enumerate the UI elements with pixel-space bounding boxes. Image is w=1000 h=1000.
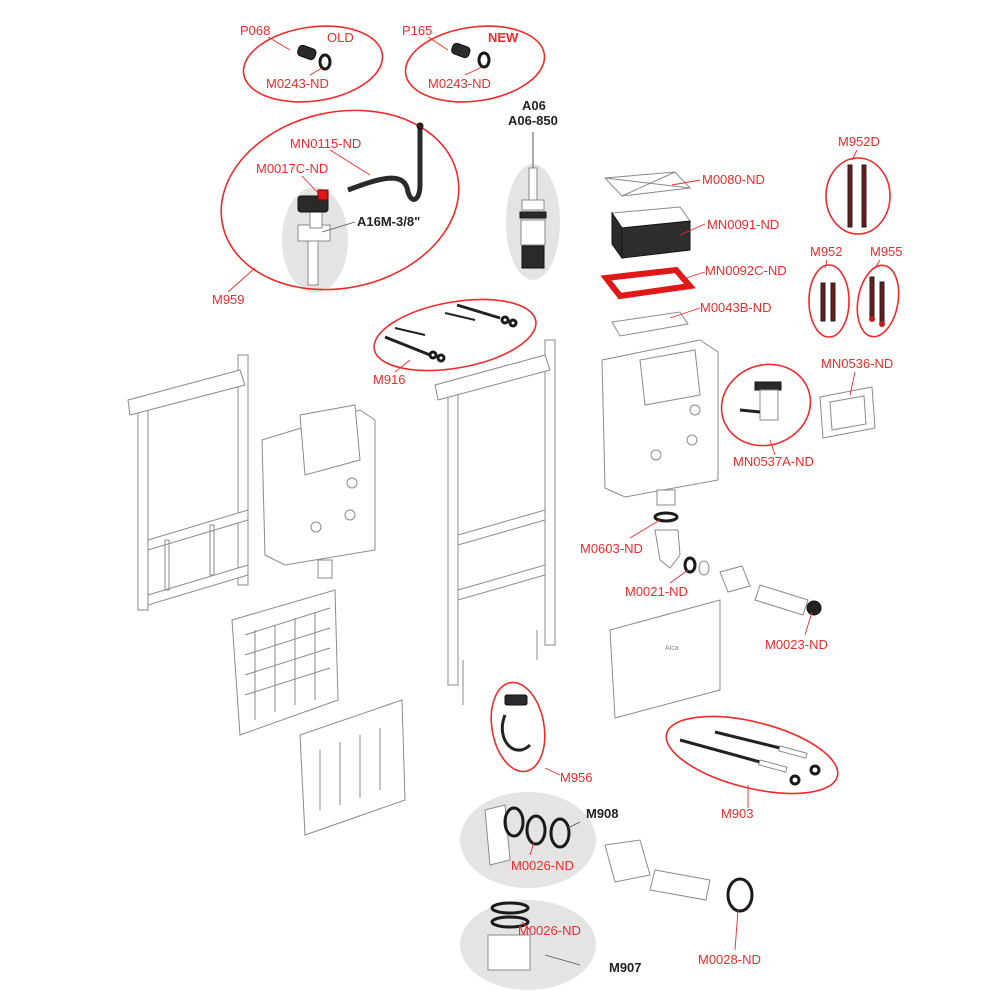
flush-valve bbox=[519, 132, 547, 269]
service-plate-m0043b bbox=[611, 311, 689, 337]
service-gasket-mn0092c bbox=[600, 266, 696, 300]
label-m0026-a: M0026-ND bbox=[511, 858, 574, 873]
label-old: OLD bbox=[327, 30, 354, 45]
group-m955-outline bbox=[856, 264, 900, 338]
drain-pipe-bottom bbox=[604, 839, 754, 913]
label-m0021: M0021-ND bbox=[625, 584, 688, 599]
label-mn0115: MN0115-ND bbox=[290, 136, 361, 151]
label-m908: M908 bbox=[586, 806, 619, 821]
label-m0028: M0028-ND bbox=[698, 952, 761, 967]
label-m0026-b: M0026-ND bbox=[518, 923, 581, 938]
bolts-m916 bbox=[384, 303, 518, 363]
label-m959: M959 bbox=[212, 292, 245, 307]
label-m0603: M0603-ND bbox=[580, 541, 643, 556]
group-m916-outline bbox=[373, 298, 537, 372]
flexible-hose bbox=[347, 128, 423, 202]
protective-panel-branded: Alca bbox=[609, 599, 721, 719]
label-m952d: M952D bbox=[838, 134, 880, 149]
fill-valve bbox=[297, 189, 331, 286]
label-m903: M903 bbox=[721, 806, 754, 821]
label-a06: A06 bbox=[522, 98, 546, 113]
label-m0243-new: M0243-ND bbox=[428, 76, 491, 91]
rods-m903 bbox=[679, 730, 821, 786]
label-m907: M907 bbox=[609, 960, 642, 975]
drain-elbow bbox=[653, 489, 710, 576]
frame-tall bbox=[434, 339, 556, 705]
label-a16m: A16M-3/8" bbox=[357, 214, 420, 229]
screws-m952 bbox=[820, 282, 836, 322]
label-m952: M952 bbox=[810, 244, 843, 259]
label-new: NEW bbox=[488, 30, 519, 45]
bend-m908 bbox=[484, 804, 571, 866]
brand-mark: Alca bbox=[665, 645, 679, 652]
actuator-bracket-mn0537a bbox=[739, 381, 782, 421]
check-valve-new bbox=[451, 42, 491, 69]
label-m0080: M0080-ND bbox=[702, 172, 765, 187]
group-m952d-outline bbox=[825, 157, 891, 235]
label-m0023: M0023-ND bbox=[765, 637, 828, 652]
label-mn0536: MN0536-ND bbox=[821, 356, 893, 371]
label-a06-850: A06-850 bbox=[508, 113, 558, 128]
group-m903-outline bbox=[665, 715, 839, 795]
group-m956-outline bbox=[490, 681, 546, 773]
label-mn0091: MN0091-ND bbox=[707, 217, 779, 232]
cistern-main bbox=[601, 339, 719, 498]
label-p068: P068 bbox=[240, 23, 270, 38]
label-p165: P165 bbox=[402, 23, 432, 38]
label-m955: M955 bbox=[870, 244, 903, 259]
label-m0017c: M0017C-ND bbox=[256, 161, 328, 176]
group-p165-outline bbox=[404, 25, 546, 103]
cover-frame-mn0536 bbox=[819, 386, 876, 439]
protective-panel-ribbed bbox=[299, 699, 406, 836]
clamp-m956 bbox=[500, 694, 532, 752]
label-m0243-old: M0243-ND bbox=[266, 76, 329, 91]
label-mn0537a: MN0537A-ND bbox=[733, 454, 814, 469]
connector-m907 bbox=[487, 901, 531, 971]
service-box-mn0091 bbox=[611, 206, 691, 260]
label-m0043b: M0043B-ND bbox=[700, 300, 772, 315]
cistern-low bbox=[261, 404, 376, 579]
label-m956: M956 bbox=[560, 770, 593, 785]
group-m959-outline bbox=[220, 109, 460, 291]
label-mn0092c: MN0092C-ND bbox=[705, 263, 787, 278]
flush-pipe bbox=[719, 565, 822, 616]
screws-m952d bbox=[847, 164, 867, 228]
screws-m955 bbox=[869, 276, 885, 327]
frame-low bbox=[127, 354, 249, 611]
label-m916: M916 bbox=[373, 372, 406, 387]
check-valve-old bbox=[297, 44, 332, 71]
group-mn0537a-outline bbox=[720, 363, 812, 447]
group-p068-outline bbox=[242, 25, 384, 103]
protective-panel-grid bbox=[231, 589, 339, 736]
group-m952-outline bbox=[808, 264, 850, 338]
